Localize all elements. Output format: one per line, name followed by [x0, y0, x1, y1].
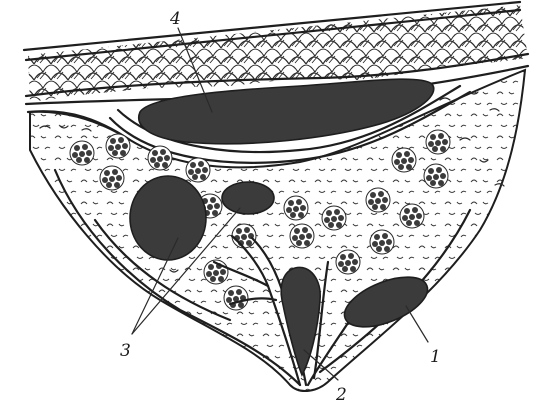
label-2: 2	[335, 385, 347, 405]
mass-3-large	[130, 176, 206, 260]
label-4: 4	[169, 9, 181, 29]
mass-3-small	[222, 182, 274, 214]
label-3: 3	[120, 341, 131, 361]
label-1: 1	[430, 347, 441, 367]
